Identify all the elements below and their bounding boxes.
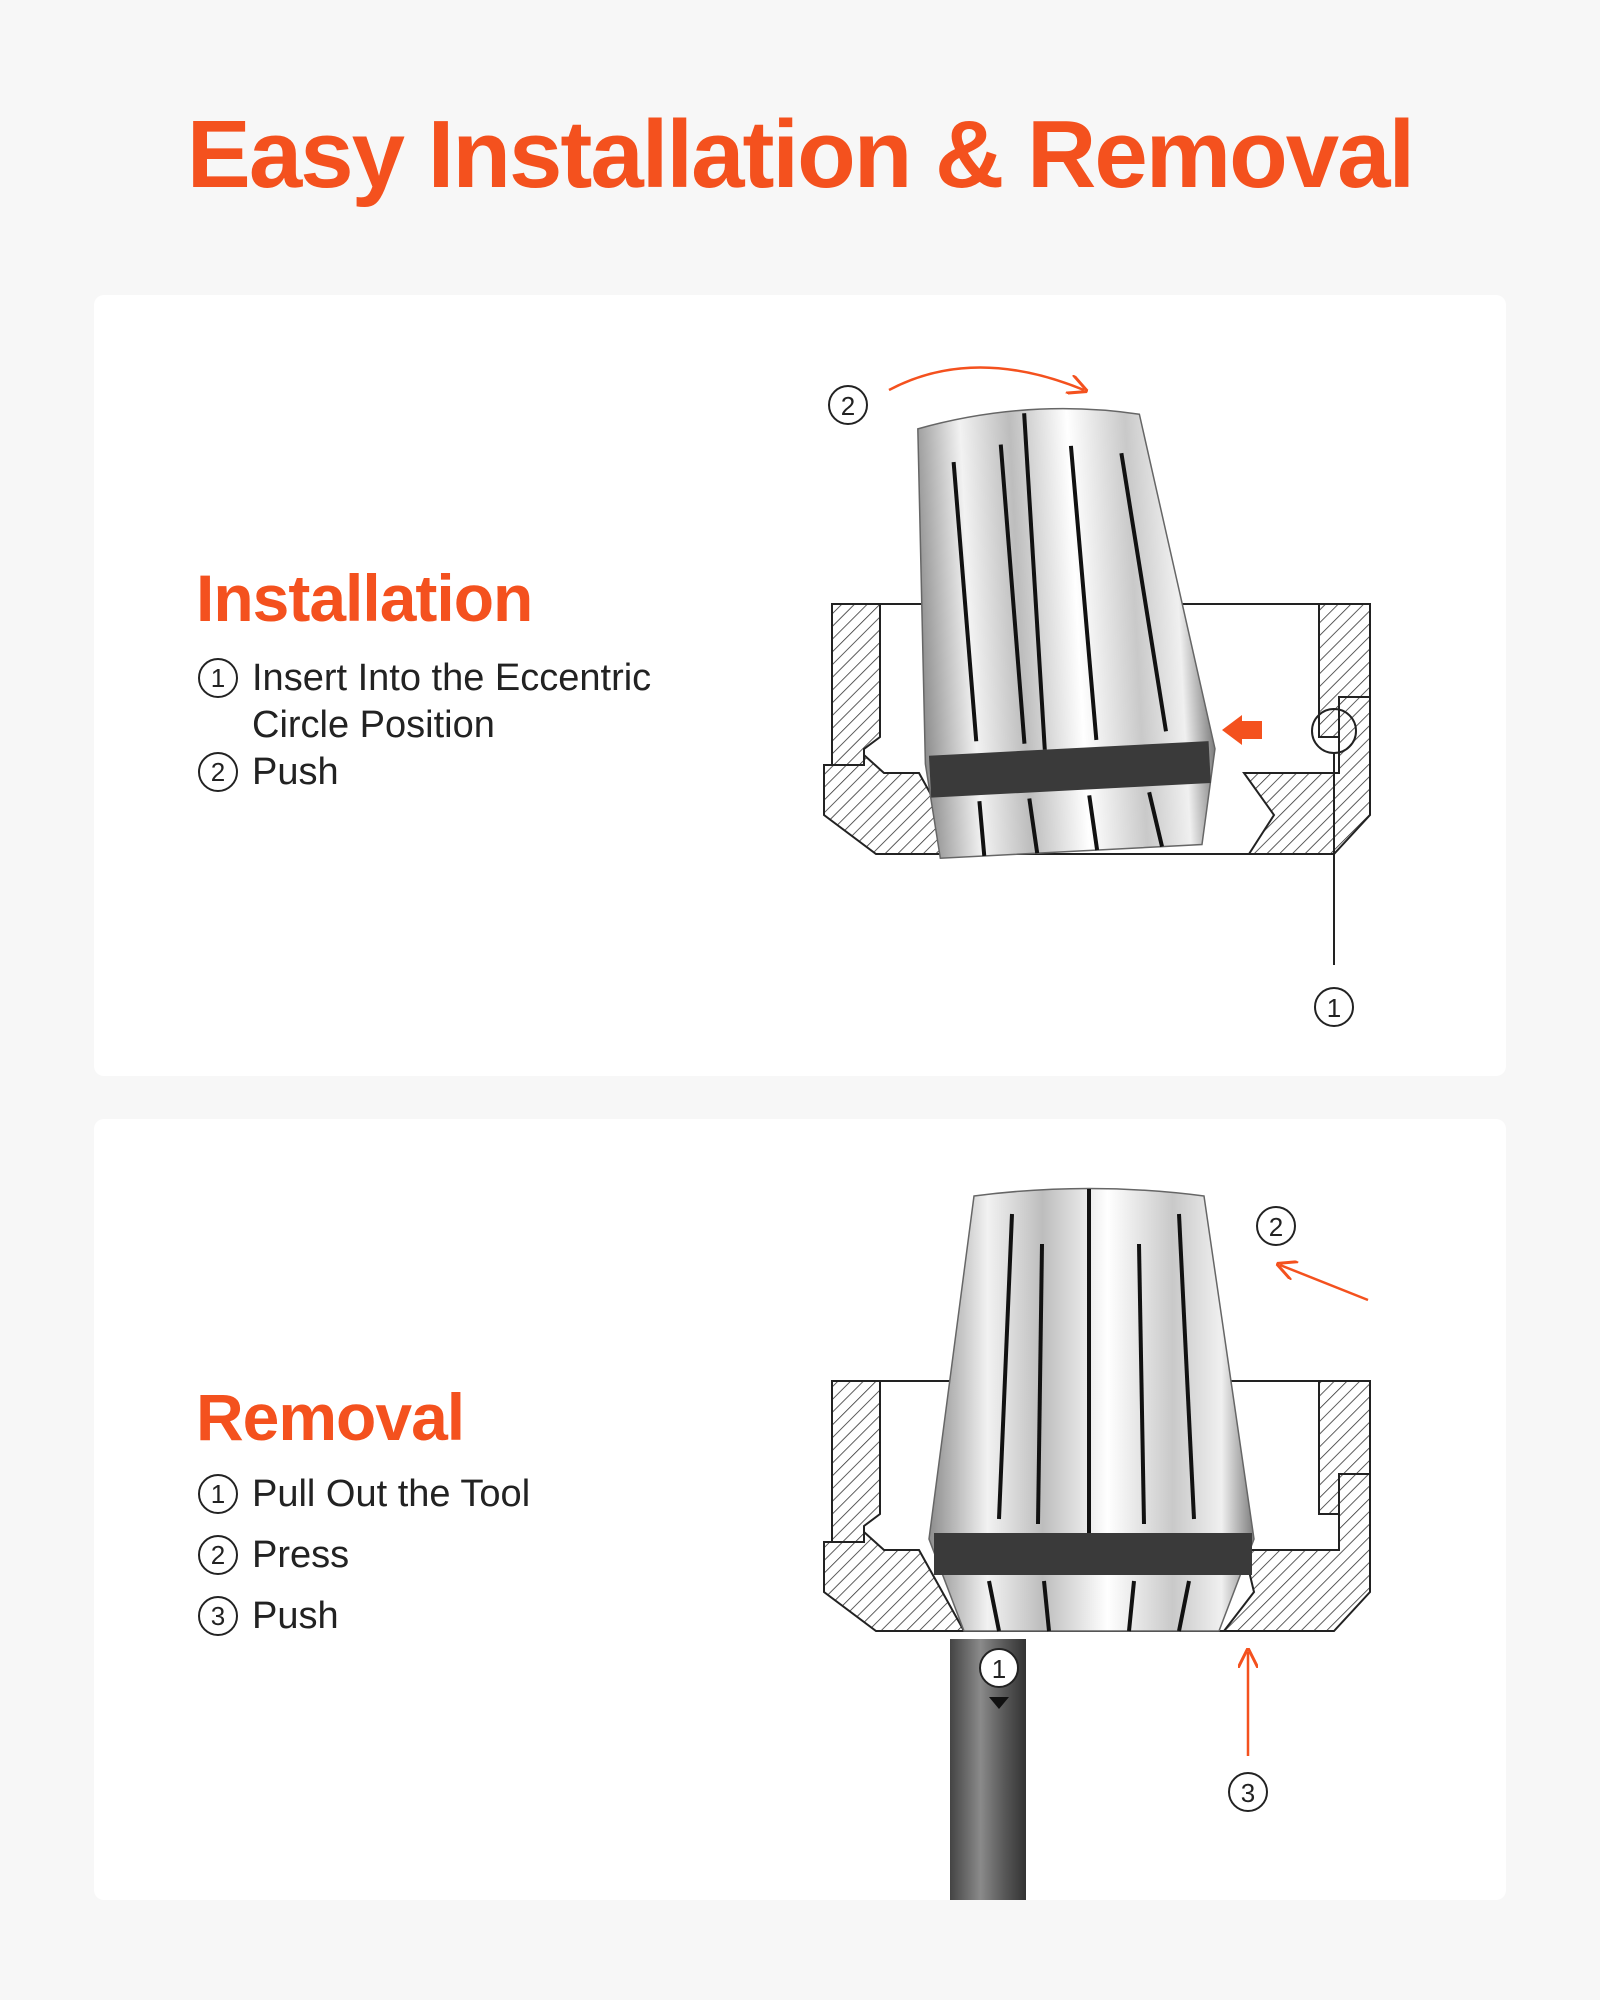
callout-badge-2: 2 [1256,1206,1296,1246]
removal-heading: Removal [196,1380,465,1454]
callout-number: 3 [1241,1778,1255,1808]
callout-number: 2 [841,391,855,421]
collet-holder-section [823,1380,1371,1632]
collet-tilted [917,407,1216,860]
collet-upright [928,1187,1255,1632]
pull-out-arrow-icon [989,1697,1009,1709]
push-arrow-icon [1222,715,1262,745]
press-arrow-icon [1280,1265,1369,1302]
step-number-badge: 2 [198,752,238,792]
callout-number: 1 [1327,993,1341,1023]
installation-diagram: 2 1 [823,366,1371,1027]
installation-step: 1 Insert Into the Eccentric Circle Posit… [198,655,692,749]
removal-step: 1 Pull Out the Tool [198,1471,692,1518]
callout-badge-3: 3 [1228,1772,1268,1812]
step-text: Push [252,751,339,793]
callout-number: 2 [1269,1212,1283,1242]
removal-step: 2 Press [198,1532,692,1579]
step-number-badge: 3 [198,1596,238,1636]
removal-steps: 1 Pull Out the Tool 2 Press 3 Push [198,1471,692,1654]
step-text: Insert Into the Eccentric Circle Positio… [252,657,652,746]
installation-step: 2 Push [198,749,692,796]
removal-diagram: 2 1 3 [823,1187,1371,1900]
removal-card: Removal 1 Pull Out the Tool 2 Press 3 Pu… [94,1119,1506,1900]
installation-card: Installation 1 Insert Into the Eccentric… [94,295,1506,1076]
page-title: Easy Installation & Removal [186,101,1415,208]
step-number-badge: 2 [198,1535,238,1575]
callout-badge-1: 1 [979,1648,1019,1688]
step-number-badge: 1 [198,1474,238,1514]
installation-steps: 1 Insert Into the Eccentric Circle Posit… [198,655,692,796]
rotation-arrow-icon [888,366,1084,391]
collet-holder-section [823,603,1371,855]
removal-step: 3 Push [198,1593,692,1640]
step-number-badge: 1 [198,658,238,698]
step-text: Push [252,1595,339,1637]
step-text: Press [252,1534,350,1576]
installation-heading: Installation [196,561,533,635]
callout-badge-1: 1 [1314,987,1354,1027]
callout-badge-2: 2 [828,385,868,425]
step-text: Pull Out the Tool [252,1473,531,1515]
callout-number: 1 [992,1654,1006,1684]
